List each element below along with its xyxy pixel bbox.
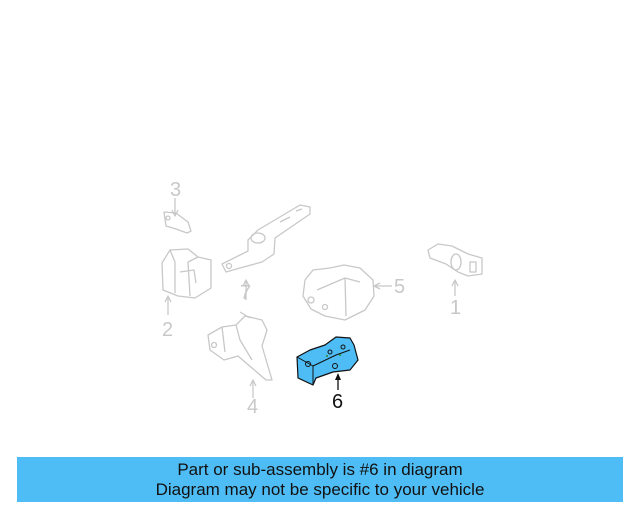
part-3-bracket-icon bbox=[163, 198, 192, 234]
callout-6-highlighted: 6 bbox=[332, 391, 344, 413]
parts-diagram: 3 2 7 4 5 1 6 bbox=[161, 179, 483, 418]
banner-line-part-number: Part or sub-assembly is #6 in diagram bbox=[177, 459, 463, 479]
callout-5: 5 bbox=[394, 276, 406, 298]
callout-7: 7 bbox=[240, 282, 252, 304]
callout-3: 3 bbox=[170, 179, 182, 201]
banner-line-disclaimer: Diagram may not be specific to your vehi… bbox=[155, 479, 485, 499]
part-6-highlighted-mount-icon bbox=[296, 336, 359, 390]
part-1-bracket-icon bbox=[427, 243, 483, 296]
diagram-drawing bbox=[161, 198, 483, 398]
callout-1: 1 bbox=[450, 297, 462, 319]
part-5-mount-icon bbox=[302, 264, 392, 321]
callout-4: 4 bbox=[247, 396, 259, 418]
callout-2: 2 bbox=[162, 319, 174, 341]
part-7-torque-arm-icon bbox=[221, 204, 311, 300]
part-2-mount-icon bbox=[161, 248, 212, 315]
info-banner: Part or sub-assembly is #6 in diagram Di… bbox=[17, 457, 623, 502]
part-4-mount-icon bbox=[207, 311, 273, 398]
